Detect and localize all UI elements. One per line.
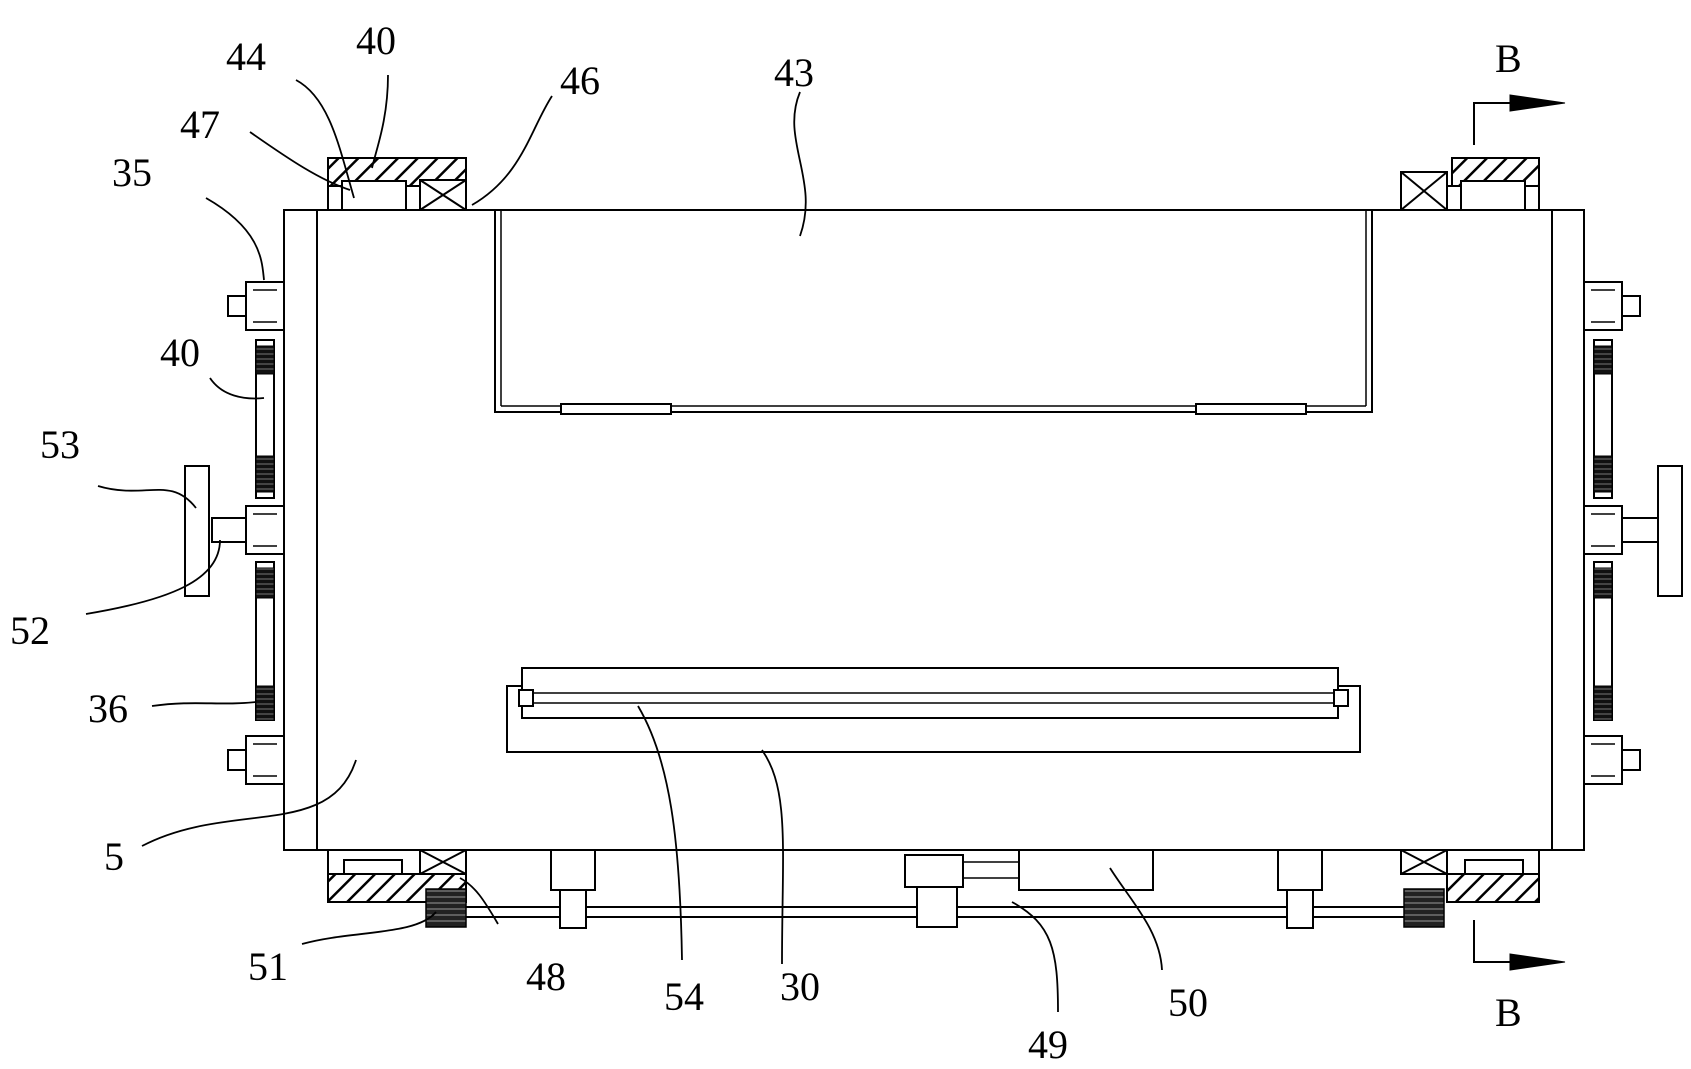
upper-tray <box>494 210 1373 415</box>
leader-lines <box>85 74 1163 1013</box>
motor-50 <box>1018 849 1154 891</box>
label-54: 54 <box>664 974 704 1019</box>
label-40-side: 40 <box>160 330 200 375</box>
main-frame <box>283 209 1585 851</box>
label-46: 46 <box>560 58 600 103</box>
gear-51-right <box>1403 888 1445 928</box>
label-47: 47 <box>180 102 220 147</box>
label-5: 5 <box>104 834 124 879</box>
label-50: 50 <box>1168 980 1208 1025</box>
section-arrow-top <box>1473 94 1566 145</box>
section-arrow-bottom <box>1473 920 1566 971</box>
label-52: 52 <box>10 608 50 653</box>
bottom-right-slide-assembly <box>1400 849 1540 903</box>
label-51: 51 <box>248 944 288 989</box>
top-right-slide-assembly <box>1400 157 1540 211</box>
top-left-slide-assembly <box>327 157 467 211</box>
label-48: 48 <box>526 954 566 999</box>
left-tension-assembly <box>184 281 285 785</box>
gear-51-left <box>425 888 467 928</box>
section-label-b-bottom: B <box>1495 990 1522 1035</box>
label-40-top: 40 <box>356 18 396 63</box>
label-53: 53 <box>40 422 80 467</box>
label-35: 35 <box>112 150 152 195</box>
reference-labels: 44 40 47 46 43 35 40 53 52 36 5 51 48 54… <box>10 18 1522 1067</box>
label-30: 30 <box>780 964 820 1009</box>
shaft-supports <box>550 849 1323 929</box>
right-tension-assembly <box>1583 281 1683 785</box>
lower-plate-54 <box>518 667 1349 719</box>
label-36: 36 <box>88 686 128 731</box>
section-label-b-top: B <box>1495 36 1522 81</box>
bottom-left-slide-assembly <box>327 849 467 903</box>
label-43: 43 <box>774 50 814 95</box>
label-44: 44 <box>226 34 266 79</box>
label-49: 49 <box>1028 1022 1068 1067</box>
